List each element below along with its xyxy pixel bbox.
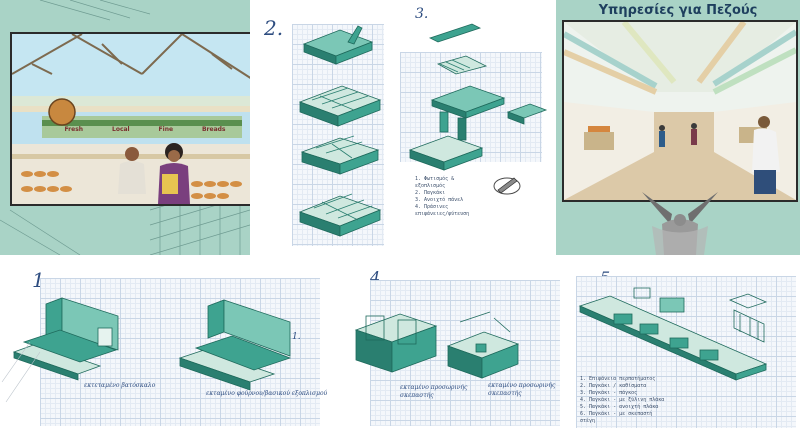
legend-item: 2. Παγκάκι / καθίσματα — [580, 383, 647, 389]
legend-item: 1. Φωτισμός & εξοπλισμός — [415, 176, 455, 189]
module-4-left-caption: εκταμένο προσωρινής σκεπαστής — [400, 384, 468, 399]
market-illustration-panel: Fresh Local Fine Breads — [0, 0, 254, 255]
step-4-modules — [354, 311, 520, 379]
hall-interior-image — [562, 20, 798, 202]
step-2-isometric-modules — [298, 25, 382, 237]
legend-item: 3. Παγκάκι - πάγκος — [580, 390, 638, 396]
pencil-sketch-icon — [493, 177, 521, 195]
step-5-long-module — [578, 287, 768, 381]
legend-item: 3. Ανοιχτό πάνελ — [415, 197, 464, 203]
step-5-legend: 1. Επιφάνεια περπατήματος 2. Παγκάκι / κ… — [580, 376, 670, 425]
step-3-exploded-module — [408, 23, 548, 171]
bottom-step-1-area: 1. 1. εκτεταμένο βατόσκαλο εκταμένο φούρ… — [0, 262, 330, 432]
step-number-2: 2. — [264, 16, 284, 40]
legend-item: 4. Παγκάκι - με ξύλινη πλάκα — [580, 397, 665, 403]
legend-item: 5. Παγκάκι - ανοιχτή πλάκα — [580, 404, 659, 410]
hall-interior-drawing — [564, 22, 796, 200]
market-sign: Local — [112, 126, 130, 133]
step-number-3: 3. — [415, 6, 429, 22]
market-sign-row: Fresh Local Fine Breads — [50, 126, 240, 133]
pedestrian-services-panel: Υπηρεσίες για Πεζούς — [556, 0, 800, 255]
market-sign: Fine — [158, 126, 174, 133]
step-1-modules — [1, 297, 292, 403]
legend-item: 2. Παγκάκι — [415, 190, 446, 196]
legend-item: 6. Παγκάκι - με σκεπαστή στέγη — [580, 411, 653, 424]
step-1-marker: 1. — [292, 332, 301, 342]
panel-title: Υπηρεσίες για Πεζούς — [598, 3, 758, 18]
module-4-right-caption: εκταμένο προσωρινής σκεπαστής — [488, 382, 556, 397]
module-1-left-caption: εκτεταμένο βατόσκαλο — [84, 382, 156, 389]
bottom-step-5-area: 5. 1. Επιφάνεια περπατήματος 2. Παγκάκι … — [570, 262, 800, 432]
legend-item: 1. Επιφάνεια περπατήματος — [580, 376, 656, 382]
market-scene-image: Fresh Local Fine Breads — [10, 32, 254, 206]
module-1-right-caption: εκταμένο φούρνου/βασικού εξοπλισμού — [206, 390, 328, 397]
market-sign: Fresh — [64, 126, 84, 133]
market-scene-drawing — [12, 34, 252, 204]
steps-2-3-area: 2. 3. — [250, 0, 555, 255]
bottom-step-4-area: 4. εκταμένο προσωρινής σκεπαστής εκταμέν… — [340, 262, 560, 432]
statue-angel-icon — [642, 192, 718, 255]
market-sign: Breads — [201, 126, 226, 133]
legend-item: 4. Πράσινες επιφάνειες/φύτευση — [415, 204, 470, 217]
step-3-legend: 1. Φωτισμός & εξοπλισμός 2. Παγκάκι 3. Α… — [415, 176, 475, 218]
